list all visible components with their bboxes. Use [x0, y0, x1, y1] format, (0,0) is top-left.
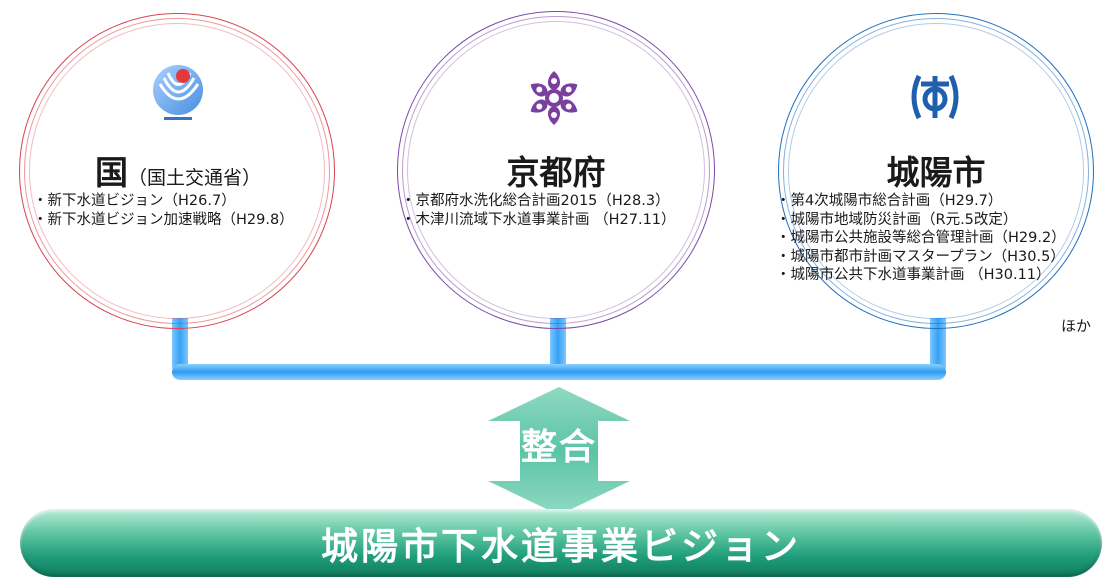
- ring-middle: [783, 18, 1089, 324]
- ring-middle: [24, 18, 330, 324]
- ring-inner: [788, 23, 1084, 319]
- node-title: 京都府: [456, 146, 656, 194]
- list-item: ・新下水道ビジョン（H26.7）: [33, 193, 236, 209]
- list-item: ・第4次城陽市総合計画（H29.7）: [776, 193, 1003, 209]
- ring-outer: [19, 13, 335, 329]
- node-title: 国（国土交通省）: [78, 146, 278, 194]
- ring-inner: [407, 21, 705, 319]
- list-item: ・城陽市都市計画マスタープラン（H30.5）: [776, 248, 1065, 265]
- vision-banner: 城陽市下水道事業ビジョン: [20, 509, 1102, 577]
- title-main: 国: [94, 153, 128, 192]
- list-item: ・木津川流域下水道事業計画 （H27.11）: [401, 211, 676, 228]
- ring-outer: [397, 11, 715, 329]
- others-note: ほか: [1061, 317, 1092, 335]
- double-arrow-icon: [488, 387, 630, 515]
- ring-outer: [778, 13, 1094, 329]
- joyo-city-emblem-icon: [911, 74, 959, 120]
- mlit-logo-icon: [153, 65, 203, 120]
- title-main: 城陽市: [886, 153, 986, 192]
- ring-middle: [402, 16, 710, 324]
- list-item: ・城陽市公共施設等総合管理計画（H29.2）: [776, 230, 1066, 246]
- title-sub: （国土交通省）: [127, 167, 261, 189]
- banner-label: 城陽市下水道事業ビジョン: [321, 525, 801, 568]
- title-main: 京都府: [506, 153, 606, 192]
- kyoto-prefecture-emblem-icon: [527, 71, 581, 125]
- item-list: ・第4次城陽市総合計画（H29.7） ・城陽市地域防災計画（R元.5改定） ・城…: [776, 192, 1066, 285]
- node-title: 城陽市: [836, 146, 1036, 194]
- ring-inner: [29, 23, 325, 319]
- connector-horizontal: [172, 364, 946, 380]
- list-item: ・新下水道ビジョン加速戦略（H29.8）: [33, 211, 294, 228]
- arrow-label: 整合: [520, 427, 597, 468]
- item-list: ・新下水道ビジョン（H26.7） ・新下水道ビジョン加速戦略（H29.8）: [33, 192, 294, 229]
- list-item: ・城陽市地域防災計画（R元.5改定）: [776, 211, 1018, 228]
- list-item: ・城陽市公共下水道事業計画 （H30.11）: [776, 267, 1051, 283]
- list-item: ・京都府水洗化総合計画2015（H28.3）: [401, 193, 670, 209]
- item-list: ・京都府水洗化総合計画2015（H28.3） ・木津川流域下水道事業計画 （H2…: [401, 192, 676, 229]
